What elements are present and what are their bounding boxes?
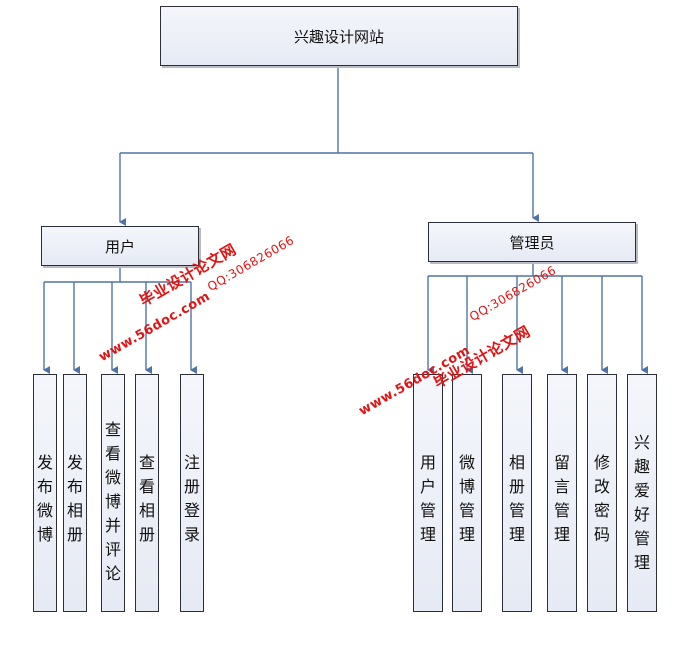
admin-leaf-weibo-mgmt: 微博管理 bbox=[452, 374, 482, 612]
admin-leaf-label: 修改密码 bbox=[593, 453, 610, 544]
user-leaf-label: 查看微博并评论 bbox=[104, 420, 121, 583]
admin-leaf-label: 用户管理 bbox=[419, 453, 436, 544]
admin-leaf-label: 微博管理 bbox=[458, 453, 475, 544]
root-label: 兴趣设计网站 bbox=[293, 27, 384, 46]
user-leaf-label: 发布微博 bbox=[36, 453, 53, 544]
user-label: 用户 bbox=[104, 237, 135, 256]
admin-leaf-album-mgmt: 相册管理 bbox=[502, 374, 532, 612]
root-node: 兴趣设计网站 bbox=[160, 6, 518, 66]
user-leaf-label: 发布相册 bbox=[66, 453, 83, 544]
user-leaf-publish-album: 发布相册 bbox=[63, 374, 87, 612]
admin-leaf-change-password: 修改密码 bbox=[587, 374, 617, 612]
user-leaf-view-album: 查看相册 bbox=[135, 374, 159, 612]
admin-node: 管理员 bbox=[428, 222, 636, 262]
user-node: 用户 bbox=[41, 226, 199, 266]
admin-label: 管理员 bbox=[509, 233, 555, 252]
admin-leaf-label: 相册管理 bbox=[508, 453, 525, 544]
admin-leaf-user-mgmt: 用户管理 bbox=[413, 374, 443, 612]
admin-leaf-interest-mgmt: 兴趣爱好管理 bbox=[627, 374, 657, 612]
user-leaf-publish-weibo: 发布微博 bbox=[33, 374, 57, 612]
admin-leaf-message-mgmt: 留言管理 bbox=[547, 374, 577, 612]
user-leaf-label: 注册登录 bbox=[183, 453, 200, 544]
user-leaf-label: 查看相册 bbox=[138, 453, 155, 544]
admin-leaf-label: 兴趣爱好管理 bbox=[633, 433, 650, 572]
admin-leaf-label: 留言管理 bbox=[553, 453, 570, 544]
user-leaf-register-login: 注册登录 bbox=[180, 374, 204, 612]
user-leaf-view-weibo-comment: 查看微博并评论 bbox=[101, 374, 125, 612]
